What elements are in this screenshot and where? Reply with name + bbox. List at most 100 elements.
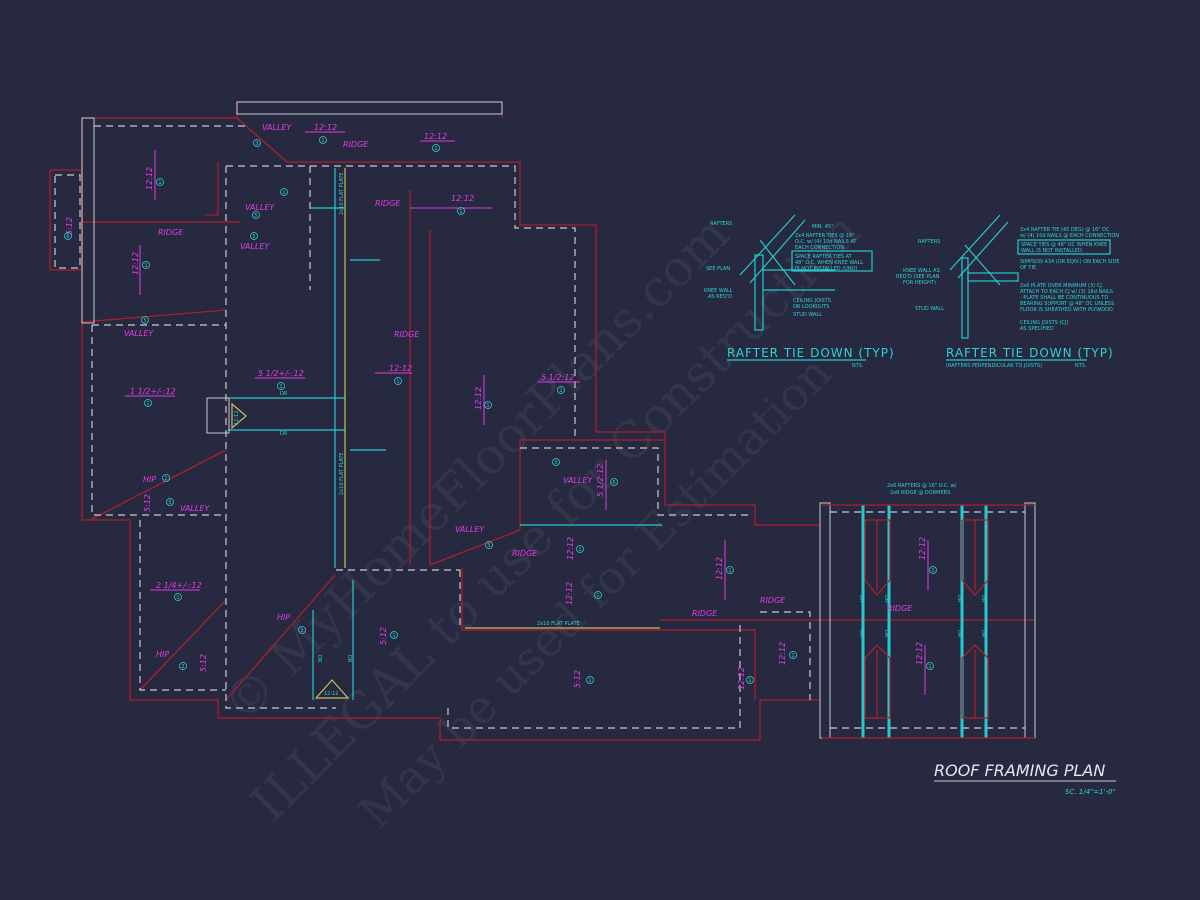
- plan-label: 12:12: [737, 667, 746, 690]
- dr-label: DR: [956, 595, 962, 603]
- dr-label: DR: [858, 630, 864, 638]
- plan-label: RIDGE: [760, 596, 786, 605]
- marker-1: 1: [394, 377, 402, 385]
- plan-label: VALLEY: [563, 476, 593, 485]
- annotation-text: 5: [554, 460, 557, 466]
- marker-2: 2: [162, 474, 170, 482]
- annotation-text: (RAFTERS PERPENDICULAR TO JOISTS): [946, 363, 1042, 369]
- annotation-text: 1: [434, 146, 437, 152]
- marker-1: 1: [319, 136, 327, 144]
- dr-label: DR: [883, 630, 889, 638]
- marker-1: 1: [390, 631, 398, 639]
- marker-2: 2: [179, 662, 187, 670]
- annotation-text: MIN. 45°: [812, 224, 834, 230]
- marker-5: 5: [166, 498, 174, 506]
- dr-label: DR: [346, 655, 352, 663]
- annotation-text: 5: [143, 318, 146, 324]
- annotation-text: 1: [321, 138, 324, 144]
- plan-label: 12:12: [145, 167, 154, 190]
- annotation-text: 5: [487, 543, 490, 549]
- plan-label: 12:12: [389, 364, 412, 373]
- annotation-text: 1: [588, 678, 591, 684]
- annotation-text: ATTACH TO EACH CJ w/ (3) 16d NAILS: [1020, 289, 1113, 295]
- plan-label: VALLEY: [240, 242, 270, 251]
- plan-label: 12:12: [565, 582, 574, 605]
- annotation-text: NTS.: [852, 363, 864, 369]
- annotation-text: 2x4 RAFTER TIES @ 16": [795, 233, 854, 239]
- annotation-text: 1: [396, 379, 399, 385]
- plan-label: 12:12: [451, 194, 474, 203]
- annotation-text: 1: [282, 190, 285, 196]
- plan-label: HIP: [156, 650, 169, 659]
- annotation-text: 2: [164, 476, 167, 482]
- marker-1: 1: [174, 593, 182, 601]
- plan-label: VALLEY: [180, 504, 210, 513]
- plan-label: 5 1/2:12: [541, 373, 574, 382]
- plate-labels: 2x10 FLAT PLATE 2x10 FLAT PLATE 2x10 FLA…: [234, 172, 580, 697]
- marker-5: 5: [141, 316, 149, 324]
- annotation-text: 2x6 PLATE OVER MINIMUM (3) CJ.: [1020, 283, 1104, 289]
- marker-1: 1: [586, 676, 594, 684]
- marker-1: 1: [142, 261, 150, 269]
- marker-1: 1: [594, 591, 602, 599]
- annotation-text: KNEE WALL AS: [903, 268, 940, 274]
- marker-6: 6: [610, 478, 618, 486]
- annotation-text: 1: [279, 384, 282, 390]
- annotation-text: 1: [559, 388, 562, 394]
- plan-label: 5:12: [143, 494, 152, 512]
- plan-label: 5:12: [199, 654, 208, 672]
- plan-label: RIDGE: [343, 140, 369, 149]
- detail-title: RAFTER TIE DOWN (TYP): [946, 346, 1114, 360]
- marker-5: 5: [252, 211, 260, 219]
- annotation-text: 1: [931, 568, 934, 574]
- plan-label: 12:12: [424, 132, 447, 141]
- plan-label: 5:12: [573, 670, 582, 688]
- dr-label: DR: [280, 431, 288, 437]
- plan-label: 12:12: [566, 537, 575, 560]
- plan-label: 12:12: [131, 252, 140, 275]
- annotation-text: STUD WALL: [793, 312, 822, 318]
- annotation-text: 3: [255, 141, 258, 147]
- marker-5: 5: [485, 541, 493, 549]
- annotation-text: NTS.: [1075, 363, 1087, 369]
- annotation-text: OR LOOKOUTS: [793, 304, 829, 310]
- annotation-text: 5: [254, 213, 257, 219]
- plan-label: 5:12: [379, 627, 388, 645]
- detail-title: RAFTER TIE DOWN (TYP): [727, 346, 895, 360]
- dormer-pitch: 12:12: [918, 537, 927, 560]
- dormer-note: 2x6 RAFTERS @ 16" O.C. w/: [887, 483, 957, 489]
- annotation-text: REQ'D (SEE PLAN: [896, 274, 940, 280]
- plan-label: 12:12: [314, 123, 337, 132]
- marker-1: 1: [156, 178, 164, 186]
- plan-label: 5 1/2:12: [596, 464, 605, 497]
- plan-label: RIDGE: [375, 199, 401, 208]
- annotation-text: 6: [612, 480, 615, 486]
- plan-label: VALLEY: [455, 525, 485, 534]
- marker-1: 1: [277, 382, 285, 390]
- gable-pitch-label: 12:12: [234, 411, 240, 425]
- annotation-text: 2x4 RAFTER TIE (45 DEG) @ 16" OC: [1020, 227, 1110, 233]
- dormer-pitch: 12:12: [915, 642, 924, 665]
- plan-label: HIP: [277, 613, 290, 622]
- annotation-text: 1: [144, 263, 147, 269]
- annotation-text: WALL IS NOT INSTALLED.: [1021, 248, 1084, 254]
- dr-label: DR: [980, 595, 986, 603]
- marker-5: 5: [250, 232, 258, 240]
- annotation-text: CEILING JOISTS (CJ): [1020, 320, 1068, 326]
- plan-label: RIDGE: [158, 228, 184, 237]
- annotation-text: OF TIE: [1020, 265, 1036, 271]
- annotation-text: 2: [181, 664, 184, 670]
- rafter-tie-detail-2: RAFTERS 2x4 RAFTER TIE (45 DEG) @ 16" OC…: [896, 214, 1119, 369]
- annotation-text: w/ (4) 10d NAILS @ EACH CONNECTION: [1020, 233, 1119, 239]
- framing-members: [206, 168, 1035, 739]
- dr-label: DR: [956, 630, 962, 638]
- annotation-text: 6: [66, 234, 69, 240]
- annotation-text: 1: [486, 403, 489, 409]
- annotation-text: SPACE RAFTER TIES AT: [795, 254, 853, 260]
- flat-plate-label: 2x10 FLAT PLATE: [339, 172, 345, 215]
- drawing-title: ROOF FRAMING PLAN: [934, 761, 1105, 780]
- gable-pitch-label: 12:12: [324, 691, 338, 697]
- annotation-text: 1: [791, 653, 794, 659]
- marker-1: 1: [576, 545, 584, 553]
